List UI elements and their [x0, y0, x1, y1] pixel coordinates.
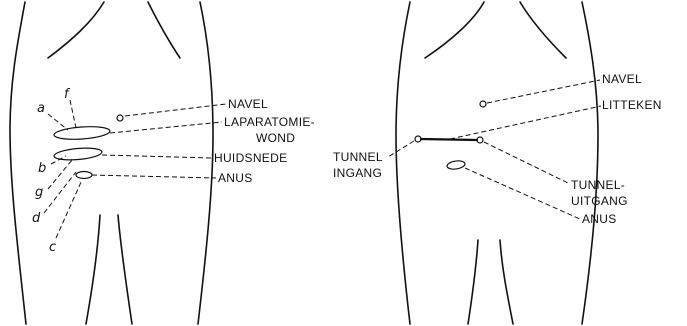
left-torso-outer-left-edge	[10, 2, 26, 324]
label-tunnel-ingang-line1: TUNNEL	[333, 150, 383, 164]
right-torso-leg-left	[468, 240, 478, 324]
left-torso-ribcage-left	[48, 2, 104, 58]
label-huidsnede: HUIDSNEDE	[214, 151, 287, 165]
letter-f: f	[64, 87, 71, 102]
left-torso-outer-right-edge	[198, 2, 213, 324]
letter-a: a	[37, 101, 45, 116]
pointer-f	[70, 100, 76, 128]
label-tunnel-ingang-line2: INGANG	[333, 166, 382, 180]
letter-g: g	[35, 185, 43, 200]
letter-c: c	[49, 240, 56, 255]
pointer-d	[44, 172, 76, 213]
label-anus-right: ANUS	[582, 212, 617, 226]
left-navel-marker	[117, 115, 123, 121]
leader-navel-left	[125, 104, 226, 116]
right-torso	[396, 2, 598, 324]
right-anus-ellipse	[447, 160, 466, 170]
right-torso-outer-left-edge	[396, 2, 410, 324]
leader-litteken	[450, 106, 601, 139]
pointer-g	[48, 160, 72, 189]
left-torso-ribcage-right	[148, 2, 180, 58]
leader-tunnel-ingang	[388, 141, 414, 157]
pointer-a	[48, 114, 68, 130]
left-torso-leg-right	[118, 215, 132, 324]
right-navel-marker	[480, 101, 486, 107]
left-torso-leg-left	[86, 215, 100, 324]
leader-anus-right	[465, 168, 580, 219]
letter-d: d	[32, 211, 41, 226]
right-torso-outer-right-edge	[582, 2, 598, 324]
litteken-scar-line	[421, 139, 477, 140]
label-anus-left: ANUS	[218, 171, 253, 185]
letter-b: b	[38, 161, 46, 176]
label-navel-right: NAVEL	[602, 72, 642, 86]
left-anus-ellipse	[76, 172, 92, 179]
huidsnede-ellipse	[54, 146, 103, 161]
right-torso-ribcage-right	[520, 2, 566, 58]
label-tunnel-uitgang-line2: UITGANG	[571, 194, 628, 208]
leader-tunnel-uitgang	[484, 142, 568, 183]
right-torso-ribcage-left	[425, 2, 484, 58]
leader-anus-left	[92, 175, 216, 178]
pointer-c	[56, 180, 82, 238]
label-navel-left: NAVEL	[228, 97, 268, 111]
leader-huidsnede	[102, 155, 212, 158]
leader-laparotomie	[110, 122, 222, 133]
label-tunnel-uitgang-line1: TUNNEL-	[571, 178, 625, 192]
label-litteken: LITTEKEN	[602, 98, 662, 112]
label-laparotomie-line2: WOND	[256, 131, 295, 145]
laparotomie-wound-ellipse	[54, 125, 111, 141]
label-laparotomie-line1: LAPARATOMIE-	[224, 115, 315, 129]
right-torso-leg-right	[500, 240, 513, 324]
leader-navel-right	[487, 80, 600, 103]
